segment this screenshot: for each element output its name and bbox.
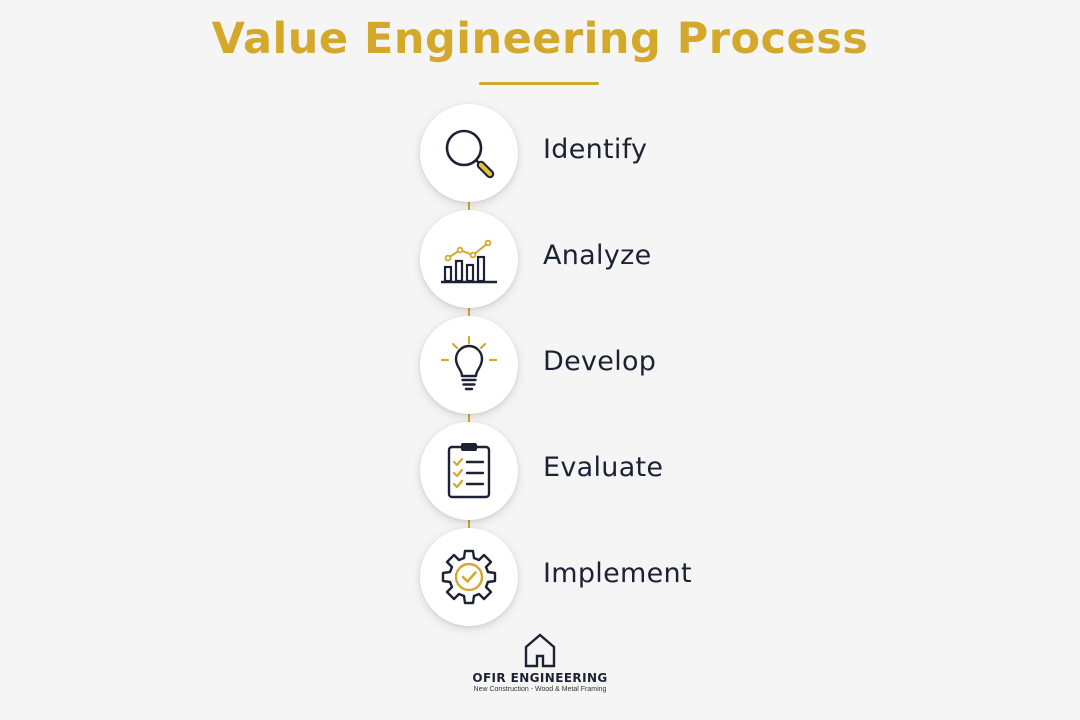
gear-check-icon (441, 549, 497, 605)
step-label-identify: Identify (543, 134, 648, 165)
company-logo: OFIR ENGINEERING New Construction - Wood… (440, 632, 640, 693)
step-icon-circle (420, 316, 518, 414)
page-title: Value Engineering Process (211, 14, 869, 64)
magnifying-glass-icon (445, 129, 495, 179)
step-label-evaluate: Evaluate (543, 452, 664, 483)
step-icon-circle (420, 104, 518, 202)
step-develop: Develop (420, 316, 820, 416)
step-label-develop: Develop (543, 346, 657, 377)
step-implement: Implement (420, 528, 820, 628)
step-label-implement: Implement (543, 558, 692, 589)
step-evaluate: Evaluate (420, 422, 820, 522)
house-icon (524, 633, 556, 668)
company-name: OFIR ENGINEERING (472, 671, 608, 685)
bar-chart-trend-icon (441, 239, 497, 284)
step-identify: Identify (420, 104, 820, 204)
step-icon-circle (420, 422, 518, 520)
company-tagline: New Construction - Wood & Metal Framing (473, 686, 607, 693)
step-icon-circle (420, 210, 518, 308)
lightbulb-icon (440, 335, 498, 391)
title-underline (479, 82, 599, 85)
clipboard-checklist-icon (447, 443, 491, 499)
step-label-analyze: Analyze (543, 240, 652, 271)
step-analyze: Analyze (420, 210, 820, 310)
step-icon-circle (420, 528, 518, 626)
